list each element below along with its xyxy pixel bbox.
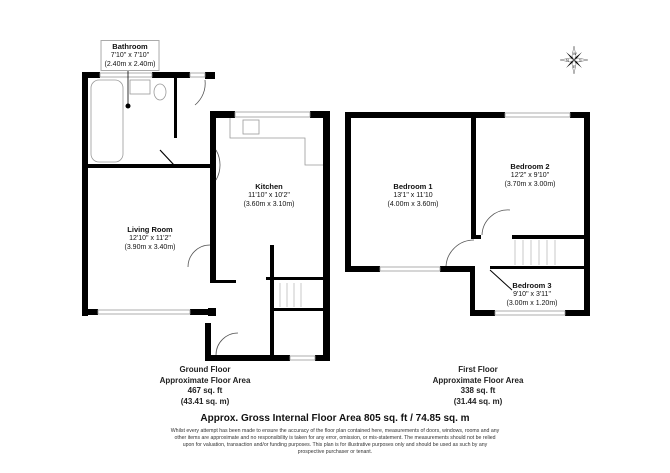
compass-letter: E [573, 64, 576, 69]
ground-floor-walls [82, 72, 330, 361]
floor-title: First Floor [458, 365, 498, 374]
room-size-metric: (2.40m x 2.40m) [104, 61, 156, 68]
room-name: Bathroom [112, 42, 148, 51]
disclaimer: Whilst every attempt has been made to en… [170, 428, 500, 455]
room-name: Bedroom 1 [393, 182, 433, 191]
compass-icon: W N S E [559, 45, 589, 75]
compass-letter: W [573, 51, 577, 56]
room-name: Living Room [127, 225, 173, 234]
room-size-imperial: 12'2" x 9'10" [510, 172, 550, 179]
room-name: Kitchen [255, 182, 283, 191]
room-label-kitchen: Kitchen 11'10" x 10'2" (3.60m x 3.10m) [244, 182, 295, 209]
room-size-metric: (3.70m x 3.00m) [504, 181, 556, 188]
ground-floor-area-label: Ground Floor Approximate Floor Area 467 … [160, 365, 251, 407]
floor-subtitle: Approximate Floor Area [159, 375, 251, 385]
room-label-bedroom-1: Bedroom 1 13'1" x 11'10 (4.00m x 3.60m) [388, 182, 439, 209]
room-size-imperial: 11'10" x 10'2" [248, 192, 290, 199]
compass-letter: N [566, 58, 569, 63]
room-size-metric: (3.90m x 3.40m) [124, 244, 176, 251]
ground-floor-fixtures [90, 72, 323, 361]
floor-subtitle: Approximate Floor Area [432, 375, 524, 385]
room-label-bedroom-3: Bedroom 3 9'10" x 3'11" (3.00m x 1.20m) [507, 281, 558, 308]
room-size-metric: (3.60m x 3.10m) [243, 201, 295, 208]
room-size-imperial: 9'10" x 3'11" [513, 291, 551, 298]
floor-area-sqft: 338 sq. ft [460, 386, 496, 395]
floor-title: Ground Floor [179, 365, 231, 374]
floor-area-sqm: (43.41 sq. m) [180, 396, 230, 406]
first-floor-walls [345, 112, 590, 316]
room-size-metric: (4.00m x 3.60m) [387, 201, 439, 208]
compass-letter: S [579, 58, 582, 63]
first-floor-fixtures [379, 112, 571, 316]
floor-area-sqm: (31.44 sq. m) [453, 396, 503, 406]
room-size-metric: (3.00m x 1.20m) [506, 300, 558, 307]
room-name: Bedroom 2 [510, 162, 550, 171]
room-size-imperial: 12'10" x 11'2" [129, 235, 171, 242]
total-floor-area: Approx. Gross Internal Floor Area 805 sq… [200, 413, 470, 424]
room-label-bedroom-2: Bedroom 2 12'2" x 9'10" (3.70m x 3.00m) [505, 162, 556, 189]
room-size-imperial: 13'1" x 11'10 [393, 192, 433, 199]
first-floor-area-label: First Floor Approximate Floor Area 338 s… [433, 365, 524, 407]
floor-area-sqft: 467 sq. ft [187, 386, 223, 395]
room-name: Bedroom 3 [512, 281, 552, 290]
room-size-imperial: 7'10" x 7'10" [110, 52, 150, 59]
room-label-living-room: Living Room 12'10" x 11'2" (3.90m x 3.40… [125, 225, 176, 252]
room-label-bathroom: Bathroom 7'10" x 7'10" (2.40m x 2.40m) [100, 40, 160, 71]
